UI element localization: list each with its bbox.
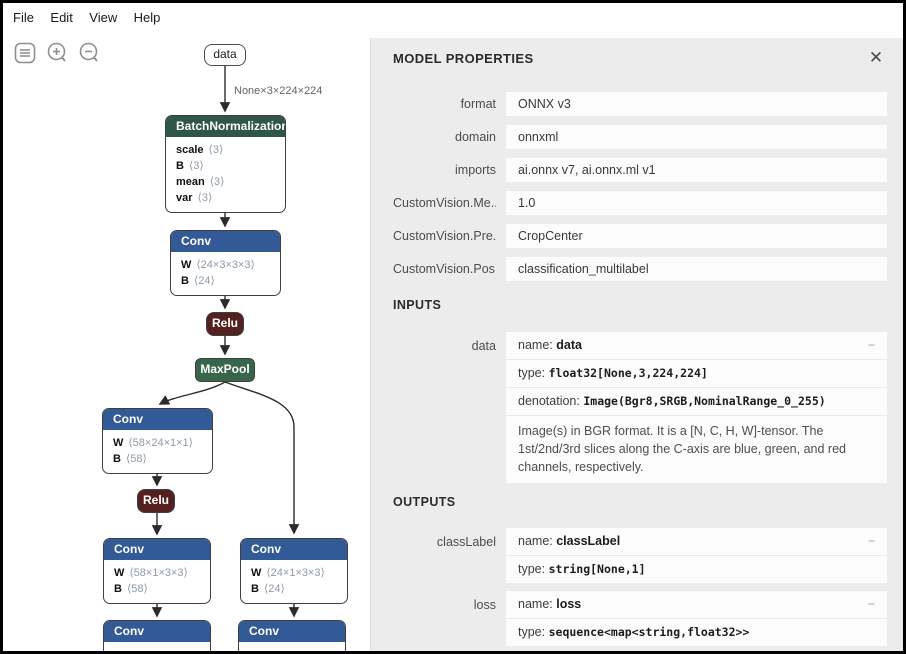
model-properties-panel: MODEL PROPERTIES ✕ format ONNX v3 domain… [370, 38, 903, 651]
input-label: data [471, 339, 496, 353]
panel-title: MODEL PROPERTIES [393, 51, 534, 66]
property-row-customvision-metadata: CustomVision.Me... 1.0 [393, 191, 887, 215]
output-type: string[None,1] [548, 562, 646, 577]
property-row-domain: domain onnxml [393, 125, 887, 149]
type-prefix: type: [518, 366, 546, 380]
property-row-customvision-postprocess: CustomVision.Pos... classification_multi… [393, 257, 887, 281]
graph-node-conv3[interactable]: Conv W⟨58×1×3×3⟩ B⟨58⟩ [103, 538, 211, 604]
close-icon[interactable]: ✕ [868, 48, 884, 67]
output-name: loss [556, 597, 582, 612]
graph-node-relu1[interactable]: Relu [206, 312, 244, 336]
node-title: Conv [171, 231, 280, 252]
input-name: data [556, 338, 582, 352]
node-title: Conv [239, 621, 345, 642]
name-prefix: name: [518, 534, 553, 549]
property-value[interactable]: ONNX v3 [506, 92, 887, 116]
node-param: B⟨58⟩ [114, 583, 148, 595]
menu-edit[interactable]: Edit [50, 10, 73, 25]
output-label: loss [473, 598, 496, 613]
zoom-in-icon[interactable] [44, 40, 69, 65]
node-title: BatchNormalization [166, 116, 285, 137]
input-denotation: Image(Bgr8,SRGB,NominalRange_0_255) [583, 394, 826, 408]
graph-node-conv1[interactable]: Conv W⟨24×3×3×3⟩ B⟨24⟩ [170, 230, 281, 296]
menu-bar: File Edit View Help [3, 3, 903, 31]
input-detail-box: name: data − type: float32[None,3,224,22… [506, 332, 887, 484]
input-type-line: type: float32[None,3,224,224] [506, 359, 887, 387]
tensor-shape-label: None×3×224×224 [232, 85, 325, 97]
collapse-icon[interactable]: − [867, 338, 875, 352]
input-type: float32[None,3,224,224] [548, 366, 708, 380]
graph-node-conv5[interactable]: Conv [103, 620, 211, 651]
output-row-loss: loss name: loss − type: sequence<map<str… [393, 591, 887, 647]
type-prefix: type: [518, 562, 546, 577]
denotation-prefix: denotation: [518, 394, 580, 408]
collapse-icon[interactable]: − [867, 597, 875, 612]
property-value[interactable]: ai.onnx v7, ai.onnx.ml v1 [506, 158, 887, 182]
type-prefix: type: [518, 625, 546, 640]
output-detail-box: name: loss − type: sequence<map<string,f… [506, 591, 887, 647]
node-param: B⟨24⟩ [181, 275, 215, 287]
output-label: classLabel [436, 535, 496, 550]
property-label: CustomVision.Me... [393, 196, 496, 210]
inputs-heading: INPUTS [393, 298, 442, 312]
property-label: CustomVision.Pre... [393, 229, 496, 243]
graph-canvas[interactable]: data None×3×224×224 BatchNormalization s… [3, 3, 373, 651]
menu-file[interactable]: File [13, 10, 34, 25]
graph-node-data[interactable]: data [204, 44, 246, 66]
input-name-line: name: data − [506, 332, 887, 359]
output-name-line: name: loss − [506, 591, 887, 618]
zoom-out-icon[interactable] [76, 40, 101, 65]
node-title: Conv [241, 539, 347, 560]
property-label: domain [455, 130, 496, 144]
property-row-customvision-preprocess: CustomVision.Pre... CropCenter [393, 224, 887, 248]
property-row-format: format ONNX v3 [393, 92, 887, 116]
output-name: classLabel [556, 534, 621, 549]
name-prefix: name: [518, 597, 553, 612]
menu-icon[interactable] [12, 40, 37, 65]
node-title: Conv [104, 539, 210, 560]
model-properties-list: format ONNX v3 domain onnxml imports ai.… [393, 92, 887, 281]
input-description: Image(s) in BGR format. It is a [N, C, H… [506, 415, 887, 483]
node-param: W⟨58×24×1×1⟩ [113, 437, 193, 449]
node-title: Conv [104, 621, 210, 642]
node-param: mean⟨3⟩ [176, 176, 225, 188]
property-value[interactable]: CropCenter [506, 224, 887, 248]
output-type-line: type: string[None,1] [506, 555, 887, 583]
node-param: var⟨3⟩ [176, 192, 213, 204]
output-type: sequence<map<string,float32>> [548, 625, 750, 640]
output-row-classlabel: classLabel name: classLabel − type: stri… [393, 528, 887, 584]
graph-node-relu2[interactable]: Relu [137, 489, 175, 513]
property-label: format [460, 97, 496, 111]
property-label: imports [455, 163, 496, 177]
output-name-line: name: classLabel − [506, 528, 887, 555]
node-param: B⟨24⟩ [251, 583, 285, 595]
menu-view[interactable]: View [89, 10, 118, 25]
node-param: B⟨58⟩ [113, 453, 147, 465]
graph-node-conv2[interactable]: Conv W⟨58×24×1×1⟩ B⟨58⟩ [102, 408, 213, 474]
property-label: CustomVision.Pos... [393, 262, 496, 276]
graph-node-conv4[interactable]: Conv W⟨24×1×3×3⟩ B⟨24⟩ [240, 538, 348, 604]
property-row-imports: imports ai.onnx v7, ai.onnx.ml v1 [393, 158, 887, 182]
name-prefix: name: [518, 338, 553, 352]
graph-node-maxpool[interactable]: MaxPool [195, 358, 255, 382]
property-value[interactable]: onnxml [506, 125, 887, 149]
menu-help[interactable]: Help [133, 10, 161, 25]
node-param: W⟨58×1×3×3⟩ [114, 567, 188, 579]
graph-node-batchnorm[interactable]: BatchNormalization scale⟨3⟩ B⟨3⟩ mean⟨3⟩… [165, 115, 286, 213]
node-param: W⟨24×3×3×3⟩ [181, 259, 255, 271]
node-param: B⟨3⟩ [176, 160, 204, 172]
property-value[interactable]: classification_multilabel [506, 257, 887, 281]
node-title: Conv [103, 409, 212, 430]
property-value[interactable]: 1.0 [506, 191, 887, 215]
graph-toolbar [12, 40, 101, 65]
node-param: W⟨24×1×3×3⟩ [251, 567, 325, 579]
node-param: scale⟨3⟩ [176, 144, 224, 156]
collapse-icon[interactable]: − [867, 534, 875, 549]
input-row-data: data name: data − type: float32[None,3,2… [393, 332, 887, 484]
output-detail-box: name: classLabel − type: string[None,1] [506, 528, 887, 584]
output-type-line: type: sequence<map<string,float32>> [506, 618, 887, 646]
graph-node-conv6[interactable]: Conv [238, 620, 346, 651]
input-denotation-line: denotation: Image(Bgr8,SRGB,NominalRange… [506, 387, 887, 415]
outputs-heading: OUTPUTS [393, 495, 456, 510]
